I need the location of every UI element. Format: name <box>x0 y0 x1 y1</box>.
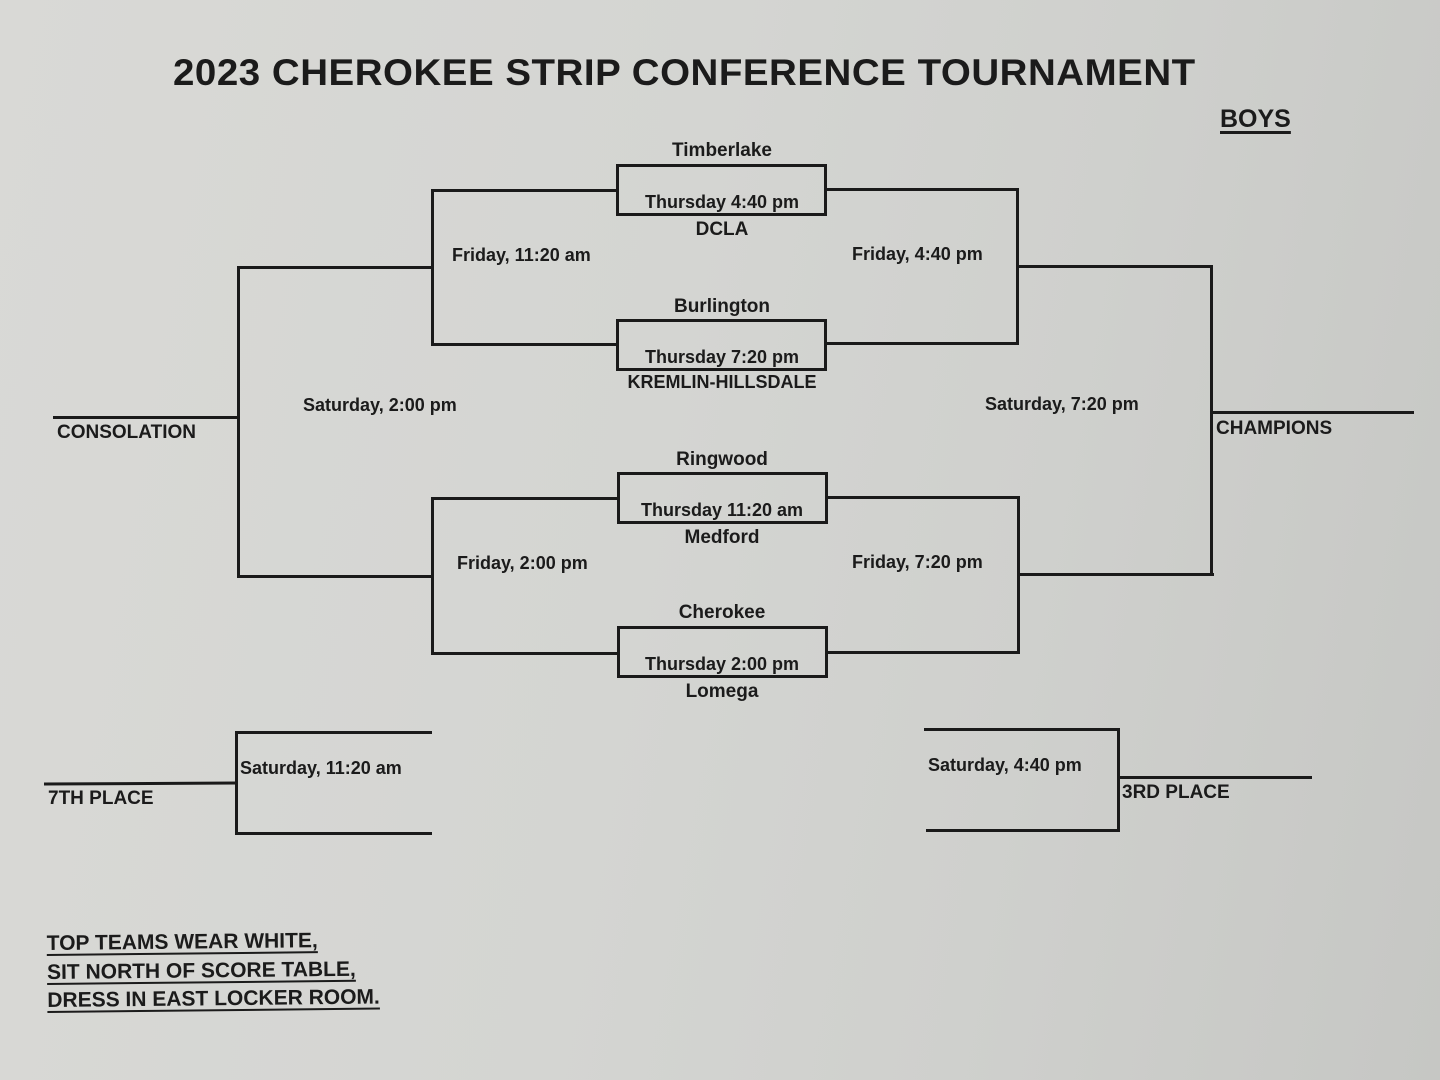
bracket-line <box>1016 265 1213 268</box>
championship-semi-top-time: Friday, 4:40 pm <box>852 244 983 264</box>
bracket-line <box>826 188 1019 191</box>
consolation-semi-top-time: Friday, 11:20 am <box>452 245 591 265</box>
seventh-place-label: 7TH PLACE <box>48 788 154 809</box>
bracket-line <box>827 496 1020 499</box>
bracket-line <box>1017 573 1214 576</box>
division-label: BOYS <box>1220 105 1291 133</box>
instruction-line: DRESS IN EAST LOCKER ROOM. <box>47 985 380 1012</box>
bracket-line <box>1117 728 1120 832</box>
bracket-line <box>1210 265 1213 576</box>
bracket-line <box>53 416 240 419</box>
game-time-4: Thursday 2:00 pm <box>644 654 800 674</box>
seventh-place-time: Saturday, 11:20 am <box>240 758 402 778</box>
instruction-line: TOP TEAMS WEAR WHITE, <box>46 929 318 956</box>
bracket-line <box>926 829 1120 832</box>
bracket-line <box>1117 776 1312 779</box>
consolation-final-time: Saturday, 2:00 pm <box>303 395 457 415</box>
bracket-line <box>431 652 617 655</box>
bracket-line <box>237 266 434 269</box>
team-kremlin-hillsdale: KREMLIN-HILLSDALE <box>627 372 817 392</box>
consolation-semi-bottom-time: Friday, 2:00 pm <box>457 553 588 573</box>
team-medford: Medford <box>684 527 760 548</box>
consolation-label: CONSOLATION <box>57 422 196 443</box>
instruction-line: SIT NORTH OF SCORE TABLE, <box>46 957 356 984</box>
game-box-4 <box>617 626 828 678</box>
team-timberlake: Timberlake <box>672 140 772 161</box>
bracket-line <box>826 342 1019 345</box>
team-cherokee: Cherokee <box>678 602 766 623</box>
game-time-1: Thursday 4:40 pm <box>644 192 800 212</box>
third-place-label: 3RD PLACE <box>1122 782 1230 803</box>
team-burlington: Burlington <box>673 296 771 317</box>
bracket-line <box>431 497 617 500</box>
bracket-line <box>235 832 432 835</box>
bracket-line <box>235 731 432 734</box>
game-box-2 <box>616 319 827 371</box>
bracket-line <box>924 728 1120 731</box>
third-place-time: Saturday, 4:40 pm <box>928 755 1082 775</box>
bracket-line <box>237 575 434 578</box>
bracket-line <box>1210 411 1414 414</box>
bracket-line <box>827 651 1020 654</box>
bracket-line <box>431 189 617 192</box>
game-box-3 <box>617 472 828 524</box>
bracket-line <box>431 343 617 346</box>
bracket-line <box>237 266 240 578</box>
team-dcla: DCLA <box>695 219 749 240</box>
game-time-3: Thursday 11:20 am <box>640 500 804 520</box>
page-title: 2023 CHEROKEE STRIP CONFERENCE TOURNAMEN… <box>173 52 1196 93</box>
team-ringwood: Ringwood <box>676 449 768 470</box>
team-lomega: Lomega <box>685 681 759 702</box>
instructions-note: TOP TEAMS WEAR WHITE, SIT NORTH OF SCORE… <box>47 927 380 1016</box>
champions-label: CHAMPIONS <box>1216 418 1333 439</box>
bracket-line <box>43 781 238 786</box>
championship-final-time: Saturday, 7:20 pm <box>985 394 1139 414</box>
championship-semi-bottom-time: Friday, 7:20 pm <box>852 552 983 572</box>
game-time-2: Thursday 7:20 pm <box>644 347 800 367</box>
game-box-1 <box>616 164 827 216</box>
